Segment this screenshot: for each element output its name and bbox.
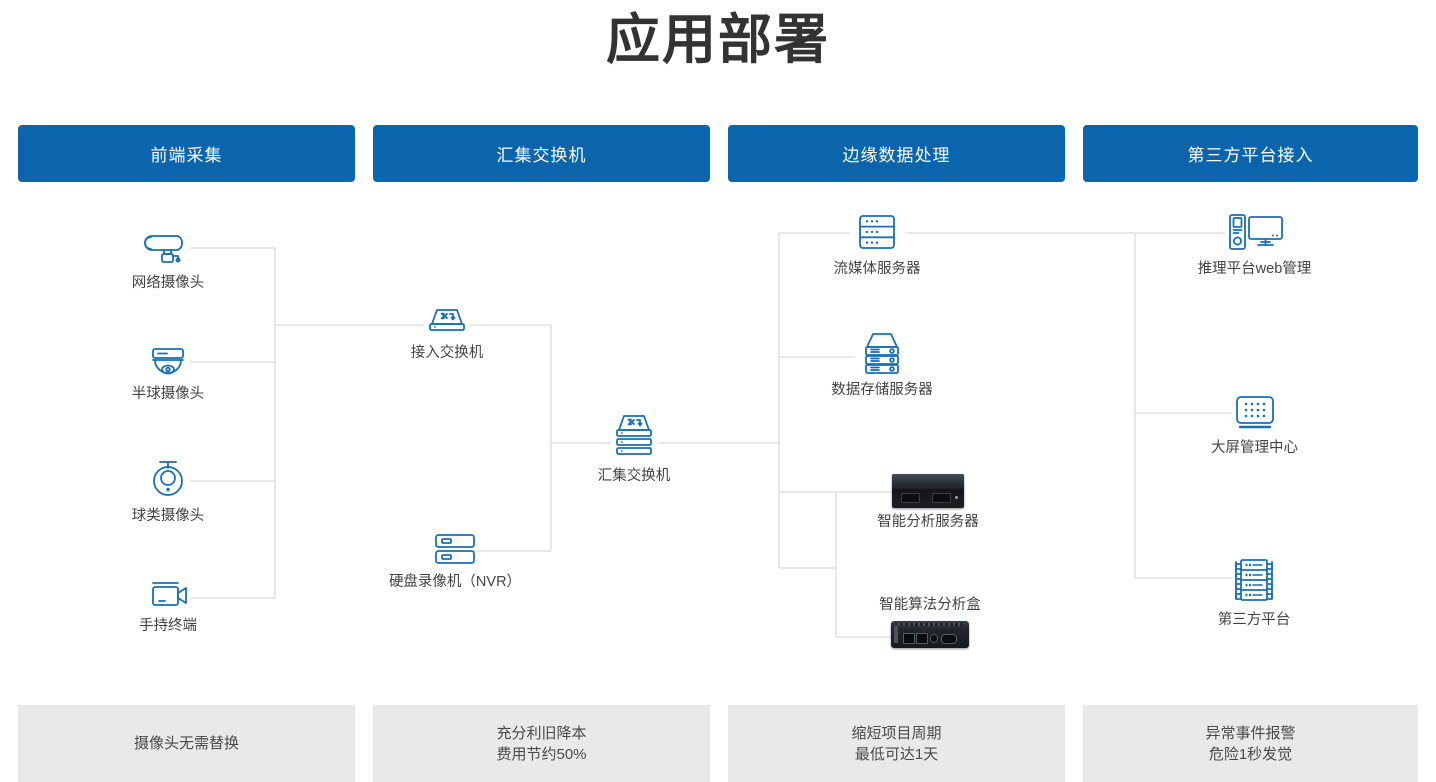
node-ai-analysis-server[interactable]: 智能分析服务器: [873, 474, 983, 531]
nvr-icon: [435, 534, 475, 564]
node-video-wall-center[interactable]: 大屏管理中心: [1202, 392, 1307, 457]
node-label: 硬盘录像机（NVR）: [388, 574, 522, 590]
node-label: 手持终端: [139, 618, 197, 634]
node-nvr[interactable]: 硬盘录像机（NVR）: [389, 530, 521, 591]
rack-server-icon: [859, 215, 895, 249]
footer-benefit-aggregation-switch: 充分利旧降本 费用节约50%: [373, 705, 710, 782]
node-dome-camera[interactable]: 半球摄像头: [128, 344, 208, 403]
storage-server-icon: [865, 333, 899, 374]
desktop-pc-icon: [1228, 214, 1283, 250]
node-ai-algorithm-box[interactable]: 智能算法分析盒: [875, 597, 985, 648]
node-aggregation-switch[interactable]: 汇集交换机: [594, 412, 674, 485]
node-label: 球类摄像头: [131, 508, 205, 524]
footer-line: 异常事件报警: [1205, 724, 1296, 742]
node-label: 流媒体服务器: [833, 261, 921, 277]
footer-line: 充分利旧降本: [496, 724, 587, 742]
node-access-switch[interactable]: 接入交换机: [407, 305, 487, 362]
column-header-label: 前端采集: [150, 146, 223, 165]
column-header-front-end-collection[interactable]: 前端采集: [18, 125, 355, 182]
node-network-camera[interactable]: 网络摄像头: [128, 225, 208, 292]
column-header-third-party-platform-access[interactable]: 第三方平台接入: [1083, 125, 1418, 182]
ptz-camera-icon: [153, 461, 183, 496]
node-label: 第三方平台: [1217, 612, 1291, 628]
node-ptz-camera[interactable]: 球类摄像头: [128, 458, 208, 525]
node-label: 推理平台web管理: [1197, 261, 1312, 277]
node-third-party-platform[interactable]: 第三方平台: [1209, 556, 1299, 629]
camcorder-icon: [152, 582, 187, 606]
footer-line: 最低可达1天: [854, 745, 939, 763]
hardware-box-photo: [891, 620, 969, 648]
node-label: 智能算法分析盒: [879, 597, 981, 613]
dome-camera-icon: [152, 348, 184, 375]
footer-line: 费用节约50%: [496, 745, 587, 763]
node-label: 半球摄像头: [131, 386, 205, 402]
footer-benefit-edge-data-processing: 缩短项目周期 最低可达1天: [728, 705, 1065, 782]
column-header-edge-data-processing[interactable]: 边缘数据处理: [728, 125, 1065, 182]
footer-line: 危险1秒发觉: [1208, 745, 1293, 763]
video-wall-icon: [1235, 396, 1274, 429]
node-data-storage-server[interactable]: 数据存储服务器: [831, 330, 933, 399]
node-label: 大屏管理中心: [1211, 440, 1298, 456]
node-label: 数据存储服务器: [831, 382, 933, 398]
node-inference-platform-web[interactable]: 推理平台web管理: [1192, 211, 1317, 278]
footer-benefit-third-party-platform-access: 异常事件报警 危险1秒发觉: [1083, 705, 1418, 782]
page-title: 应用部署: [606, 10, 830, 70]
node-streaming-media-server[interactable]: 流媒体服务器: [834, 211, 921, 278]
column-header-aggregation-switch[interactable]: 汇集交换机: [373, 125, 710, 182]
node-label: 汇集交换机: [597, 468, 671, 484]
node-label: 智能分析服务器: [877, 514, 979, 530]
node-label: 接入交换机: [410, 345, 484, 361]
hardware-server-photo: [892, 474, 964, 508]
node-label: 网络摄像头: [131, 275, 205, 291]
bullet-camera-icon: [144, 235, 184, 263]
column-header-label: 汇集交换机: [496, 146, 587, 165]
footer-line: 缩短项目周期: [851, 724, 942, 742]
footer-benefit-front-end-collection: 摄像头无需替换: [18, 705, 355, 782]
switch-icon: [429, 309, 465, 331]
footer-line: 摄像头无需替换: [133, 735, 239, 752]
column-header-label: 边缘数据处理: [842, 146, 951, 165]
server-rack-icon: [1235, 559, 1273, 601]
node-handheld-terminal[interactable]: 手持终端: [128, 578, 208, 635]
stacked-switch-icon: [616, 415, 652, 455]
column-header-label: 第三方平台接入: [1187, 146, 1314, 165]
